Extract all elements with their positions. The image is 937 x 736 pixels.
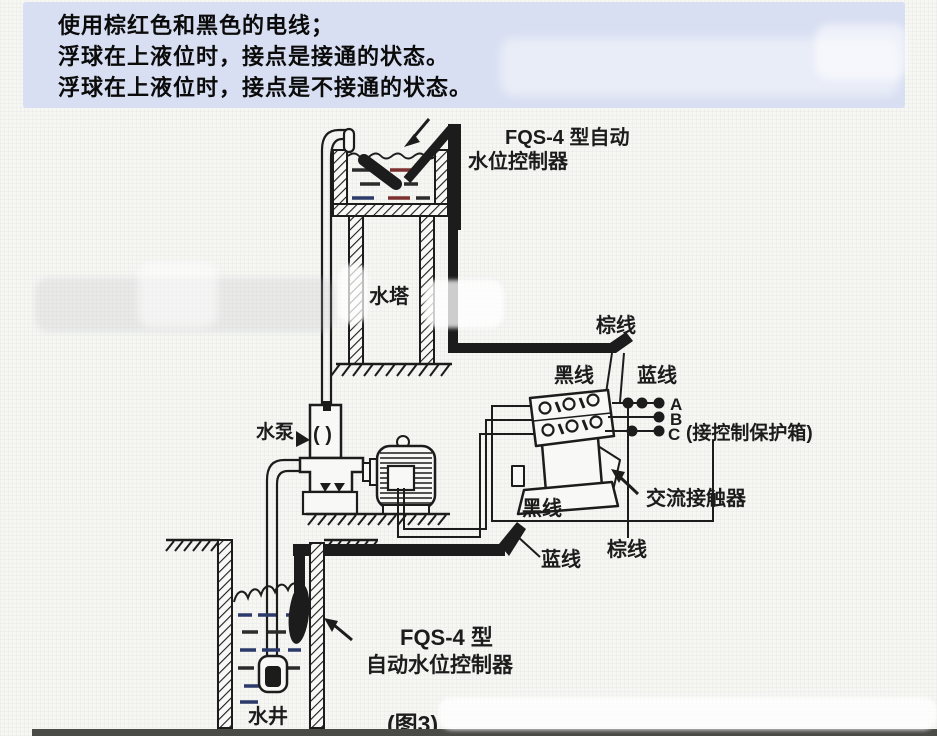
tank-left-wall [332, 149, 348, 207]
well-arrow-icon [324, 618, 353, 642]
well-water-surface [233, 582, 301, 603]
well-cable-run [293, 522, 526, 592]
water-pump-assembly [265, 401, 379, 658]
pit-ground-right [323, 538, 378, 552]
label-brown-wire-top: 棕线 [596, 313, 636, 337]
label-control-box-note: (接控制保护箱) [686, 421, 813, 444]
terminal-block-divider [532, 412, 612, 422]
tank-water-dashes [352, 168, 430, 200]
label-blue-wire-bottom: 蓝线 [541, 547, 581, 571]
terminal-marks [554, 397, 589, 435]
motor-junction-box [386, 464, 416, 492]
electric-motor [306, 435, 450, 526]
label-well: 水井 [248, 705, 288, 728]
label-water-pump: 水泵 [256, 421, 294, 443]
pump-base [301, 490, 359, 516]
label-controller-bottom-2: 自动水位控制器 [366, 653, 514, 677]
tower-left-column [348, 215, 364, 365]
pit-ground-left [165, 538, 220, 552]
wire-motor-2 [397, 433, 536, 538]
label-terminal-a: A [670, 395, 682, 414]
pump-label-arrow-icon [296, 431, 310, 447]
wire-motor-1 [403, 419, 535, 530]
well [165, 538, 378, 729]
pump-pipe-joint [323, 401, 331, 411]
tower-right-column [419, 215, 435, 365]
control-wires [397, 403, 714, 538]
tank-bottom-wall [332, 203, 449, 217]
foot-valve-screen [265, 666, 281, 687]
well-left-wall [217, 539, 233, 729]
instruction-line-2: 浮球在上液位时，接点是接通的状态。 [58, 44, 450, 69]
label-terminal-c: C [668, 425, 680, 444]
diagram-labels: FQS-4 型自动 水位控制器 水塔 棕线 黑线 蓝线 A B C (接控制保护… [248, 125, 813, 736]
label-blue-wire-top: 蓝线 [637, 363, 677, 387]
instruction-line-1: 使用棕红色和黑色的电线； [58, 13, 335, 38]
ac-contactor [511, 388, 640, 516]
float-switch [358, 154, 402, 190]
terminal-screws [538, 393, 603, 437]
label-pump-marks: ( ) [313, 424, 332, 446]
pump-ground [306, 512, 450, 526]
label-ac-contactor: 交流接触器 [646, 486, 747, 510]
well-float-sensor [288, 584, 310, 644]
pump-body [298, 456, 365, 494]
contactor-foot [511, 465, 525, 487]
label-brown-wire-bottom: 棕线 [607, 537, 647, 561]
suction-pipe [265, 458, 300, 658]
label-black-wire-top: 黑线 [554, 363, 594, 387]
tower-ground [330, 362, 452, 377]
page-bottom-edge [32, 729, 937, 736]
instruction-line-3: 浮球在上液位时，接点是不接通的状态。 [58, 75, 473, 100]
label-controller-top-2: 水位控制器 [468, 149, 569, 173]
pump-valve-mark-2 [334, 483, 345, 492]
label-black-wire-bottom: 黑线 [522, 496, 562, 520]
riser-pipe [320, 127, 356, 405]
motor-base [382, 504, 430, 515]
well-right-wall [309, 542, 325, 729]
contactor-base [516, 480, 620, 516]
tank-arrow-icon [404, 118, 431, 147]
blue-wire-callout-line [516, 535, 541, 558]
label-terminal-b: B [670, 410, 682, 429]
tank-right-wall [434, 149, 449, 207]
float-cable [403, 126, 455, 183]
contactor-arrow-icon [611, 469, 640, 496]
pump-valve-mark-1 [320, 483, 331, 492]
pump-coupling [362, 462, 371, 482]
wire-box [491, 405, 714, 522]
label-controller-top-1: FQS-4 型自动 [505, 125, 629, 149]
terminal-rows [605, 397, 665, 437]
water-tank [332, 118, 455, 217]
label-controller-bottom-1: FQS-4 型 [400, 625, 493, 650]
label-water-tower: 水塔 [369, 285, 410, 308]
instruction-panel: 使用棕红色和黑色的电线； 浮球在上液位时，接点是接通的状态。 浮球在上液位时，接… [23, 2, 905, 108]
terminal-dots [622, 397, 665, 437]
